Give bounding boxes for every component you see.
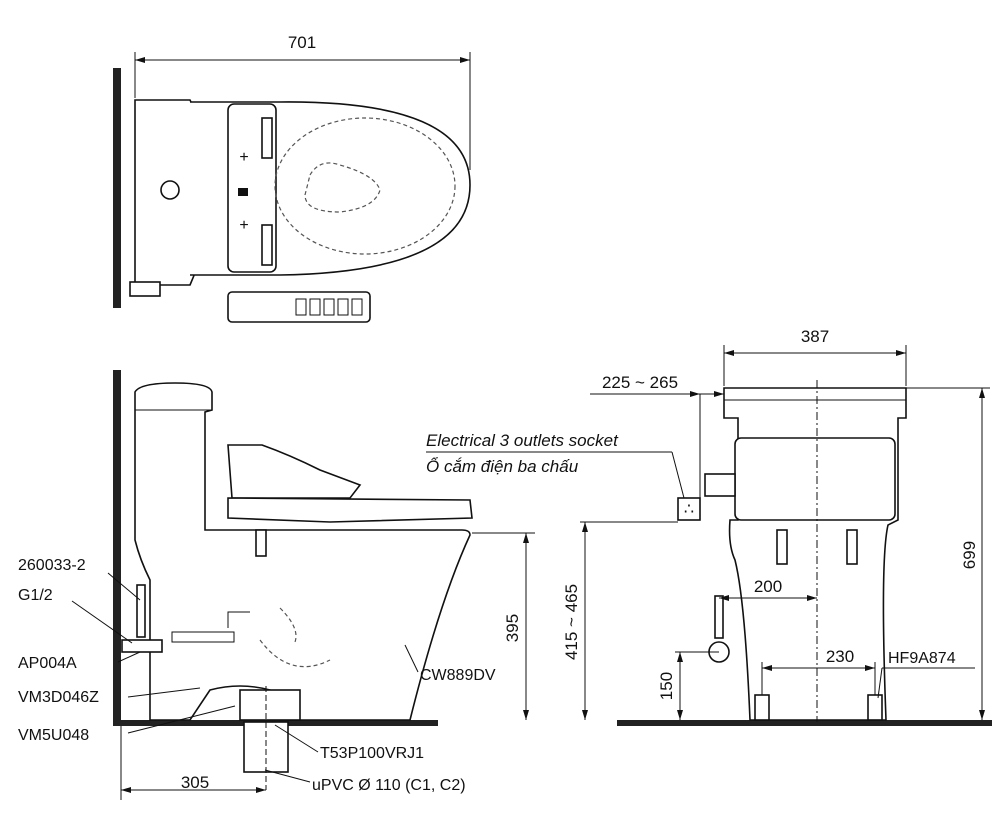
label-vm3d046z: VM3D046Z (18, 689, 99, 706)
arrow-225-right (714, 391, 724, 397)
arrow-200-right (807, 595, 817, 601)
front-seat-unit (734, 437, 896, 521)
front-bolt-left (776, 529, 788, 565)
bowl-outline (274, 117, 456, 255)
supply-hose (136, 584, 146, 638)
front-hose (714, 595, 724, 639)
top-wall (113, 68, 121, 308)
leader-vm5u (127, 705, 236, 734)
leader-g12 (71, 600, 133, 644)
arrow-230-right (865, 665, 875, 671)
arrow-305-left (121, 787, 131, 793)
arrow-415-bottom (582, 710, 588, 720)
remote-btn-1 (295, 298, 307, 316)
arrow-left (135, 57, 145, 63)
arrow-150-top (677, 652, 683, 662)
label-260033-2: 260033-2 (18, 557, 86, 574)
angle-valve (121, 639, 163, 653)
arrow-699-bottom (979, 710, 985, 720)
socket-note-vietnamese: Ổ cắm điện ba chấu (426, 457, 579, 476)
trap-curve-1 (279, 607, 297, 643)
side-view: 260033-2 G1/2 AP004A VM3D046Z VM5U048 T5… (18, 370, 535, 800)
front-floor (617, 720, 992, 726)
fill-valve-arm (227, 611, 250, 628)
label-hf9a874: HF9A874 (888, 650, 956, 667)
hinge-b (261, 224, 273, 266)
socket-dots-icon: ∴ (684, 501, 694, 518)
arrow-387-left (724, 350, 734, 356)
anchor-right (867, 694, 883, 721)
dim-387: 387 (801, 327, 829, 346)
arrow-150-bottom (677, 710, 683, 720)
fill-valve-body (171, 631, 235, 643)
socket-note-english: Electrical 3 outlets socket (426, 431, 619, 450)
trap-curve-2 (259, 639, 331, 668)
note-leader (671, 451, 685, 499)
hinge-a (261, 117, 273, 159)
dim-200: 200 (754, 577, 782, 596)
dim-230: 230 (826, 647, 854, 666)
dim-415-465: 415 ~ 465 (562, 584, 581, 660)
socket-box (677, 497, 701, 521)
leader-t53 (274, 724, 319, 753)
side-seat (227, 497, 473, 523)
arrow-200-left (719, 595, 729, 601)
leader-ap004a (117, 651, 141, 663)
leader-cw889 (404, 644, 419, 673)
arrow-230-left (762, 665, 772, 671)
arrow-415-top (582, 522, 588, 532)
side-bolt (255, 529, 267, 557)
arrow-right (460, 57, 470, 63)
dim-305: 305 (181, 773, 209, 792)
arrow-395-top (523, 533, 529, 543)
label-t53p100vrj1: T53P100VRJ1 (320, 745, 424, 762)
arrow-395-bottom (523, 710, 529, 720)
dim-395: 395 (503, 614, 522, 642)
front-bolt-right (846, 529, 858, 565)
bowl-drain (304, 162, 381, 213)
top-supply (129, 281, 161, 297)
front-view: ∴ 387 225 ~ 265 Electrical 3 outlets soc… (426, 327, 992, 726)
label-cw889dv: CW889DV (420, 667, 496, 684)
side-body (134, 382, 471, 721)
arrow-225-left (690, 391, 700, 397)
anchor-left (754, 694, 770, 721)
leader-vm3d (127, 687, 201, 698)
label-vm5u048: VM5U048 (18, 727, 89, 744)
plus-icon-b: + (239, 217, 248, 234)
dim-699: 699 (960, 541, 979, 569)
remote-control (227, 291, 371, 323)
label-g1-2: G1/2 (18, 587, 53, 604)
remote-btn-3 (323, 298, 335, 316)
sensor-icon (238, 188, 248, 196)
hf-leader (877, 667, 883, 699)
side-connector (704, 473, 736, 497)
label-upvc-pipe: uPVC Ø 110 (C1, C2) (312, 777, 466, 794)
top-view: 701 + + (113, 33, 471, 323)
dim-150: 150 (657, 672, 676, 700)
dim-225-265: 225 ~ 265 (602, 373, 678, 392)
remote-btn-2 (309, 298, 321, 316)
arrow-387-right (896, 350, 906, 356)
flush-button (160, 180, 180, 200)
side-seat-lid (227, 444, 362, 499)
plus-icon-a: + (239, 149, 248, 166)
leader-260033 (107, 572, 141, 601)
side-wall (113, 370, 121, 726)
remote-btn-5 (351, 298, 363, 316)
flange (239, 689, 301, 721)
arrow-699-top (979, 388, 985, 398)
arrow-305-right (256, 787, 266, 793)
dim-701: 701 (288, 33, 316, 52)
remote-btn-4 (337, 298, 349, 316)
leader-upvc (264, 769, 311, 783)
label-ap004a: AP004A (18, 655, 77, 672)
